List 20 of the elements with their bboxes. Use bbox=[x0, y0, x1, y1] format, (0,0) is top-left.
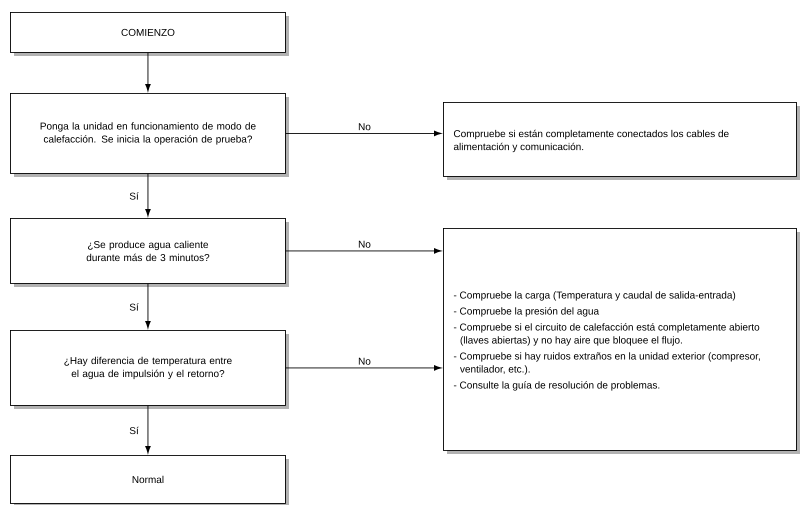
step-box: ¿Hay diferencia de temperatura entre el agua de impulsión y el retorno? bbox=[10, 330, 289, 409]
arrow bbox=[145, 405, 151, 454]
edge-label: Sí bbox=[128, 191, 140, 201]
edge-label: No bbox=[357, 122, 372, 132]
note-box: - Compruebe la carga (Temperatura y caudal de salida-entrada) - Compruebe la presión del agua - Compruebe si el circuito de calefacción está completamente abierto (llaves abiertas) y no hay aire que bloquee el flujo. - Compruebe si hay ruidos extraños en la unidad exterior (compresor, ventilador, etc.). - Consulte la guía de resolución de problemas. bbox=[443, 228, 800, 454]
arrow bbox=[285, 130, 442, 136]
edge-label: No bbox=[357, 240, 372, 249]
arrow bbox=[145, 283, 151, 328]
step-box: ¿Se produce agua caliente durante más de 3 minutos? bbox=[10, 218, 289, 287]
note-box: Compruebe si están completamente conectados los cables de alimentación y comunicación. bbox=[443, 102, 800, 180]
arrow bbox=[285, 248, 442, 254]
edge-label: Sí bbox=[128, 302, 140, 312]
edge-label: Sí bbox=[128, 426, 140, 436]
arrow bbox=[145, 173, 151, 216]
arrow bbox=[145, 52, 151, 92]
edge-label: No bbox=[357, 356, 372, 366]
arrow bbox=[285, 365, 442, 371]
step-box: Ponga la unidad en funcionamiento de modo de calefacción. Se inicia la operación de prueba? bbox=[10, 93, 289, 177]
step-box: Normal bbox=[10, 455, 289, 505]
step-box: COMIENZO bbox=[10, 12, 289, 56]
